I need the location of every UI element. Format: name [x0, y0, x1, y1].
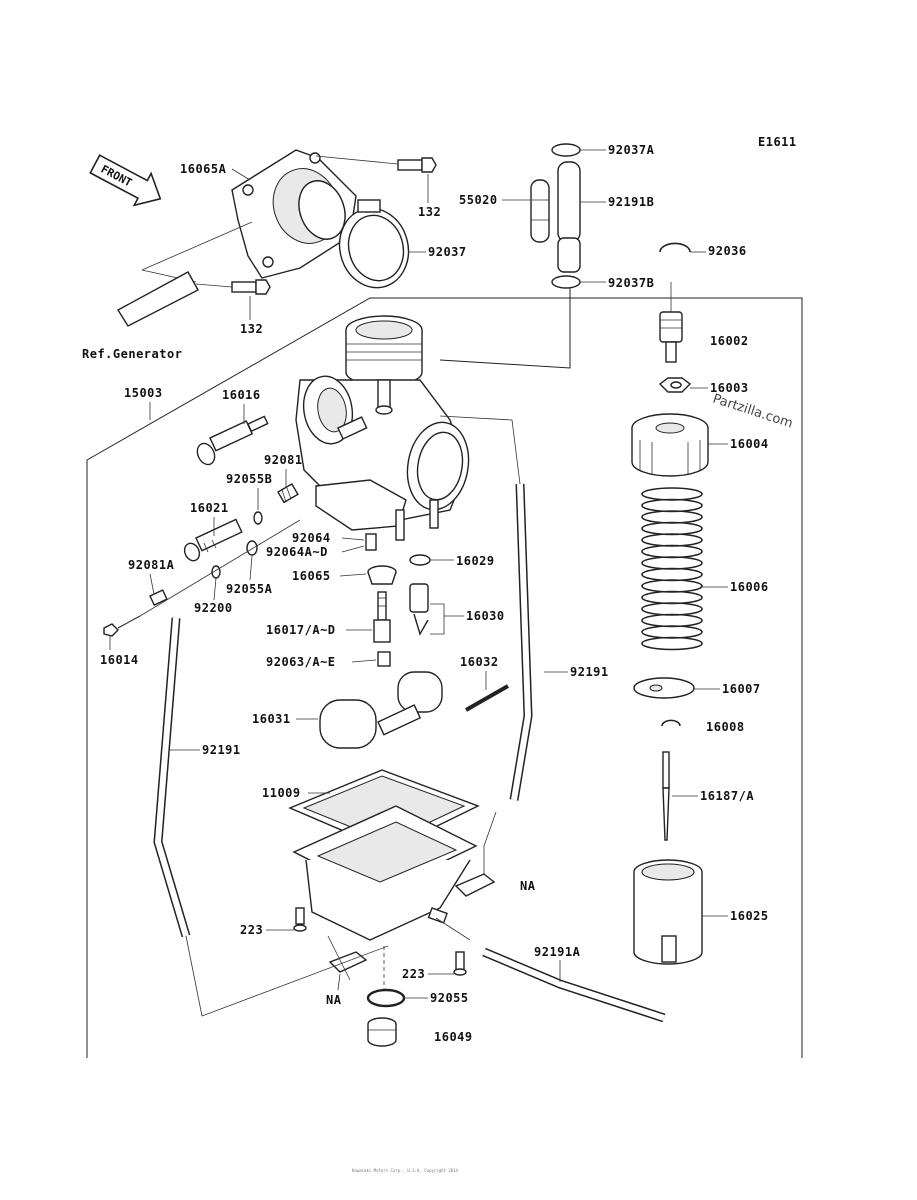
- needle-valve-16030-part: [409, 583, 429, 636]
- idle-screw-16021-part: [183, 518, 243, 562]
- oring-92055A-part: [246, 540, 258, 556]
- label-16187-A: 16187/A: [700, 789, 754, 803]
- adjuster-16002-part: [659, 282, 683, 363]
- jet-holder-16065-part: [367, 565, 397, 585]
- label-92200: 92200: [194, 601, 233, 615]
- bracket-na-left-part: [328, 951, 368, 973]
- label-11009: 11009: [262, 786, 301, 800]
- label-16002: 16002: [710, 334, 749, 348]
- label-223-left: 223: [240, 923, 263, 937]
- intake-holder-part: [141, 149, 357, 283]
- spring-92081-part: [277, 483, 299, 504]
- label-16014: 16014: [100, 653, 139, 667]
- label-16065A: 16065A: [180, 162, 227, 176]
- needle-jet-16017-part: [373, 591, 391, 643]
- main-jet-92063-part: [377, 651, 391, 667]
- washer-16029-part: [409, 554, 431, 566]
- carburetor-body-part: [295, 315, 470, 541]
- air-screw-16016-part: [196, 415, 269, 466]
- screw-223b-part: [453, 951, 467, 976]
- label-55020: 55020: [459, 193, 498, 207]
- label-92037A: 92037A: [608, 143, 655, 157]
- label-132-upper: 132: [418, 205, 441, 219]
- bolt-upper-part: [315, 155, 437, 173]
- label-92064A-D: 92064A~D: [266, 545, 328, 559]
- hose-clamp-part: [338, 199, 410, 289]
- label-16016: 16016: [222, 388, 261, 402]
- label-16007: 16007: [722, 682, 761, 696]
- label-16003: 16003: [710, 381, 749, 395]
- spring-16006-part: [641, 487, 703, 651]
- label-16006: 16006: [730, 580, 769, 594]
- screw-223a-part: [293, 907, 307, 932]
- label-na-right: NA: [520, 879, 536, 893]
- plate-16007-part: [633, 677, 695, 699]
- ref-generator-note: Ref.Generator: [82, 347, 182, 361]
- clip-92036-part: [659, 242, 691, 253]
- bracket-na-right-part: [454, 846, 496, 897]
- label-92191A: 92191A: [534, 945, 581, 959]
- label-92055B: 92055B: [226, 472, 272, 486]
- footer-copyright: Kawasaki Motors Corp., U.S.A. Copyright …: [352, 1168, 459, 1173]
- part-labels: 16065A 132 132 92037 92037A 55020 92191B…: [100, 143, 769, 1044]
- label-92081A: 92081A: [128, 558, 175, 572]
- label-16032: 16032: [460, 655, 499, 669]
- label-16025: 16025: [730, 909, 769, 923]
- label-16029: 16029: [456, 554, 495, 568]
- vent-hose-92191-left-part: [153, 617, 191, 938]
- label-92064: 92064: [292, 531, 331, 545]
- needle-16187A-part: [662, 751, 670, 841]
- clip-92037B-part: [439, 275, 581, 369]
- nut-16003-part: [658, 377, 692, 393]
- label-92055A: 92055A: [226, 582, 273, 596]
- label-15003: 15003: [124, 386, 163, 400]
- label-92191-left: 92191: [202, 743, 241, 757]
- pin-16032-part: [465, 684, 509, 712]
- drain-hose-92191A-part: [482, 947, 666, 1023]
- assembly-frame-lines: [86, 297, 803, 1058]
- watermark: Partzilla.com: [711, 392, 795, 432]
- hose-92191B-part: [557, 161, 581, 273]
- spring-92081A-part: [149, 589, 168, 606]
- label-na-left: NA: [326, 993, 342, 1007]
- float-gasket-11009-part: [288, 769, 480, 851]
- label-92191-right: 92191: [570, 665, 609, 679]
- diagram-code: E1611: [758, 135, 797, 149]
- label-92191B: 92191B: [608, 195, 654, 209]
- front-arrow-icon: FRONT: [89, 154, 162, 207]
- label-16004: 16004: [730, 437, 769, 451]
- float-bowl-part: [292, 805, 478, 941]
- vent-hose-92191-right-part: [509, 483, 533, 801]
- label-16065: 16065: [292, 569, 331, 583]
- label-16021: 16021: [190, 501, 229, 515]
- label-16017-A-D: 16017/A~D: [266, 623, 336, 637]
- label-92036: 92036: [708, 244, 747, 258]
- label-16031: 16031: [252, 712, 291, 726]
- label-92037: 92037: [428, 245, 467, 259]
- oring-92055B-part: [253, 511, 263, 525]
- label-92037B: 92037B: [608, 276, 654, 290]
- throttle-valve-16025-part: [633, 859, 703, 965]
- label-223-right: 223: [402, 967, 425, 981]
- label-92063-A-E: 92063/A~E: [266, 655, 336, 669]
- label-16049: 16049: [434, 1030, 473, 1044]
- gasket-strip-part: [117, 271, 199, 327]
- label-16030: 16030: [466, 609, 505, 623]
- bolt-lower-part: [195, 279, 271, 295]
- clip-92037A-part: [551, 143, 581, 157]
- clip-16008-part: [661, 719, 681, 727]
- cap-16004-part: [631, 413, 709, 477]
- jet-92064-part: [365, 533, 377, 551]
- screw-16014-part: [103, 519, 301, 637]
- float-16031-part: [319, 671, 443, 749]
- label-16008: 16008: [706, 720, 745, 734]
- label-92081: 92081: [264, 453, 303, 467]
- label-92055: 92055: [430, 991, 469, 1005]
- drain-plug-16049-part: [367, 1017, 397, 1047]
- label-132-lower: 132: [240, 322, 263, 336]
- oring-92055-part: [366, 988, 406, 1008]
- tube-55020-part: [530, 179, 550, 243]
- linkage-lines: [185, 415, 521, 1017]
